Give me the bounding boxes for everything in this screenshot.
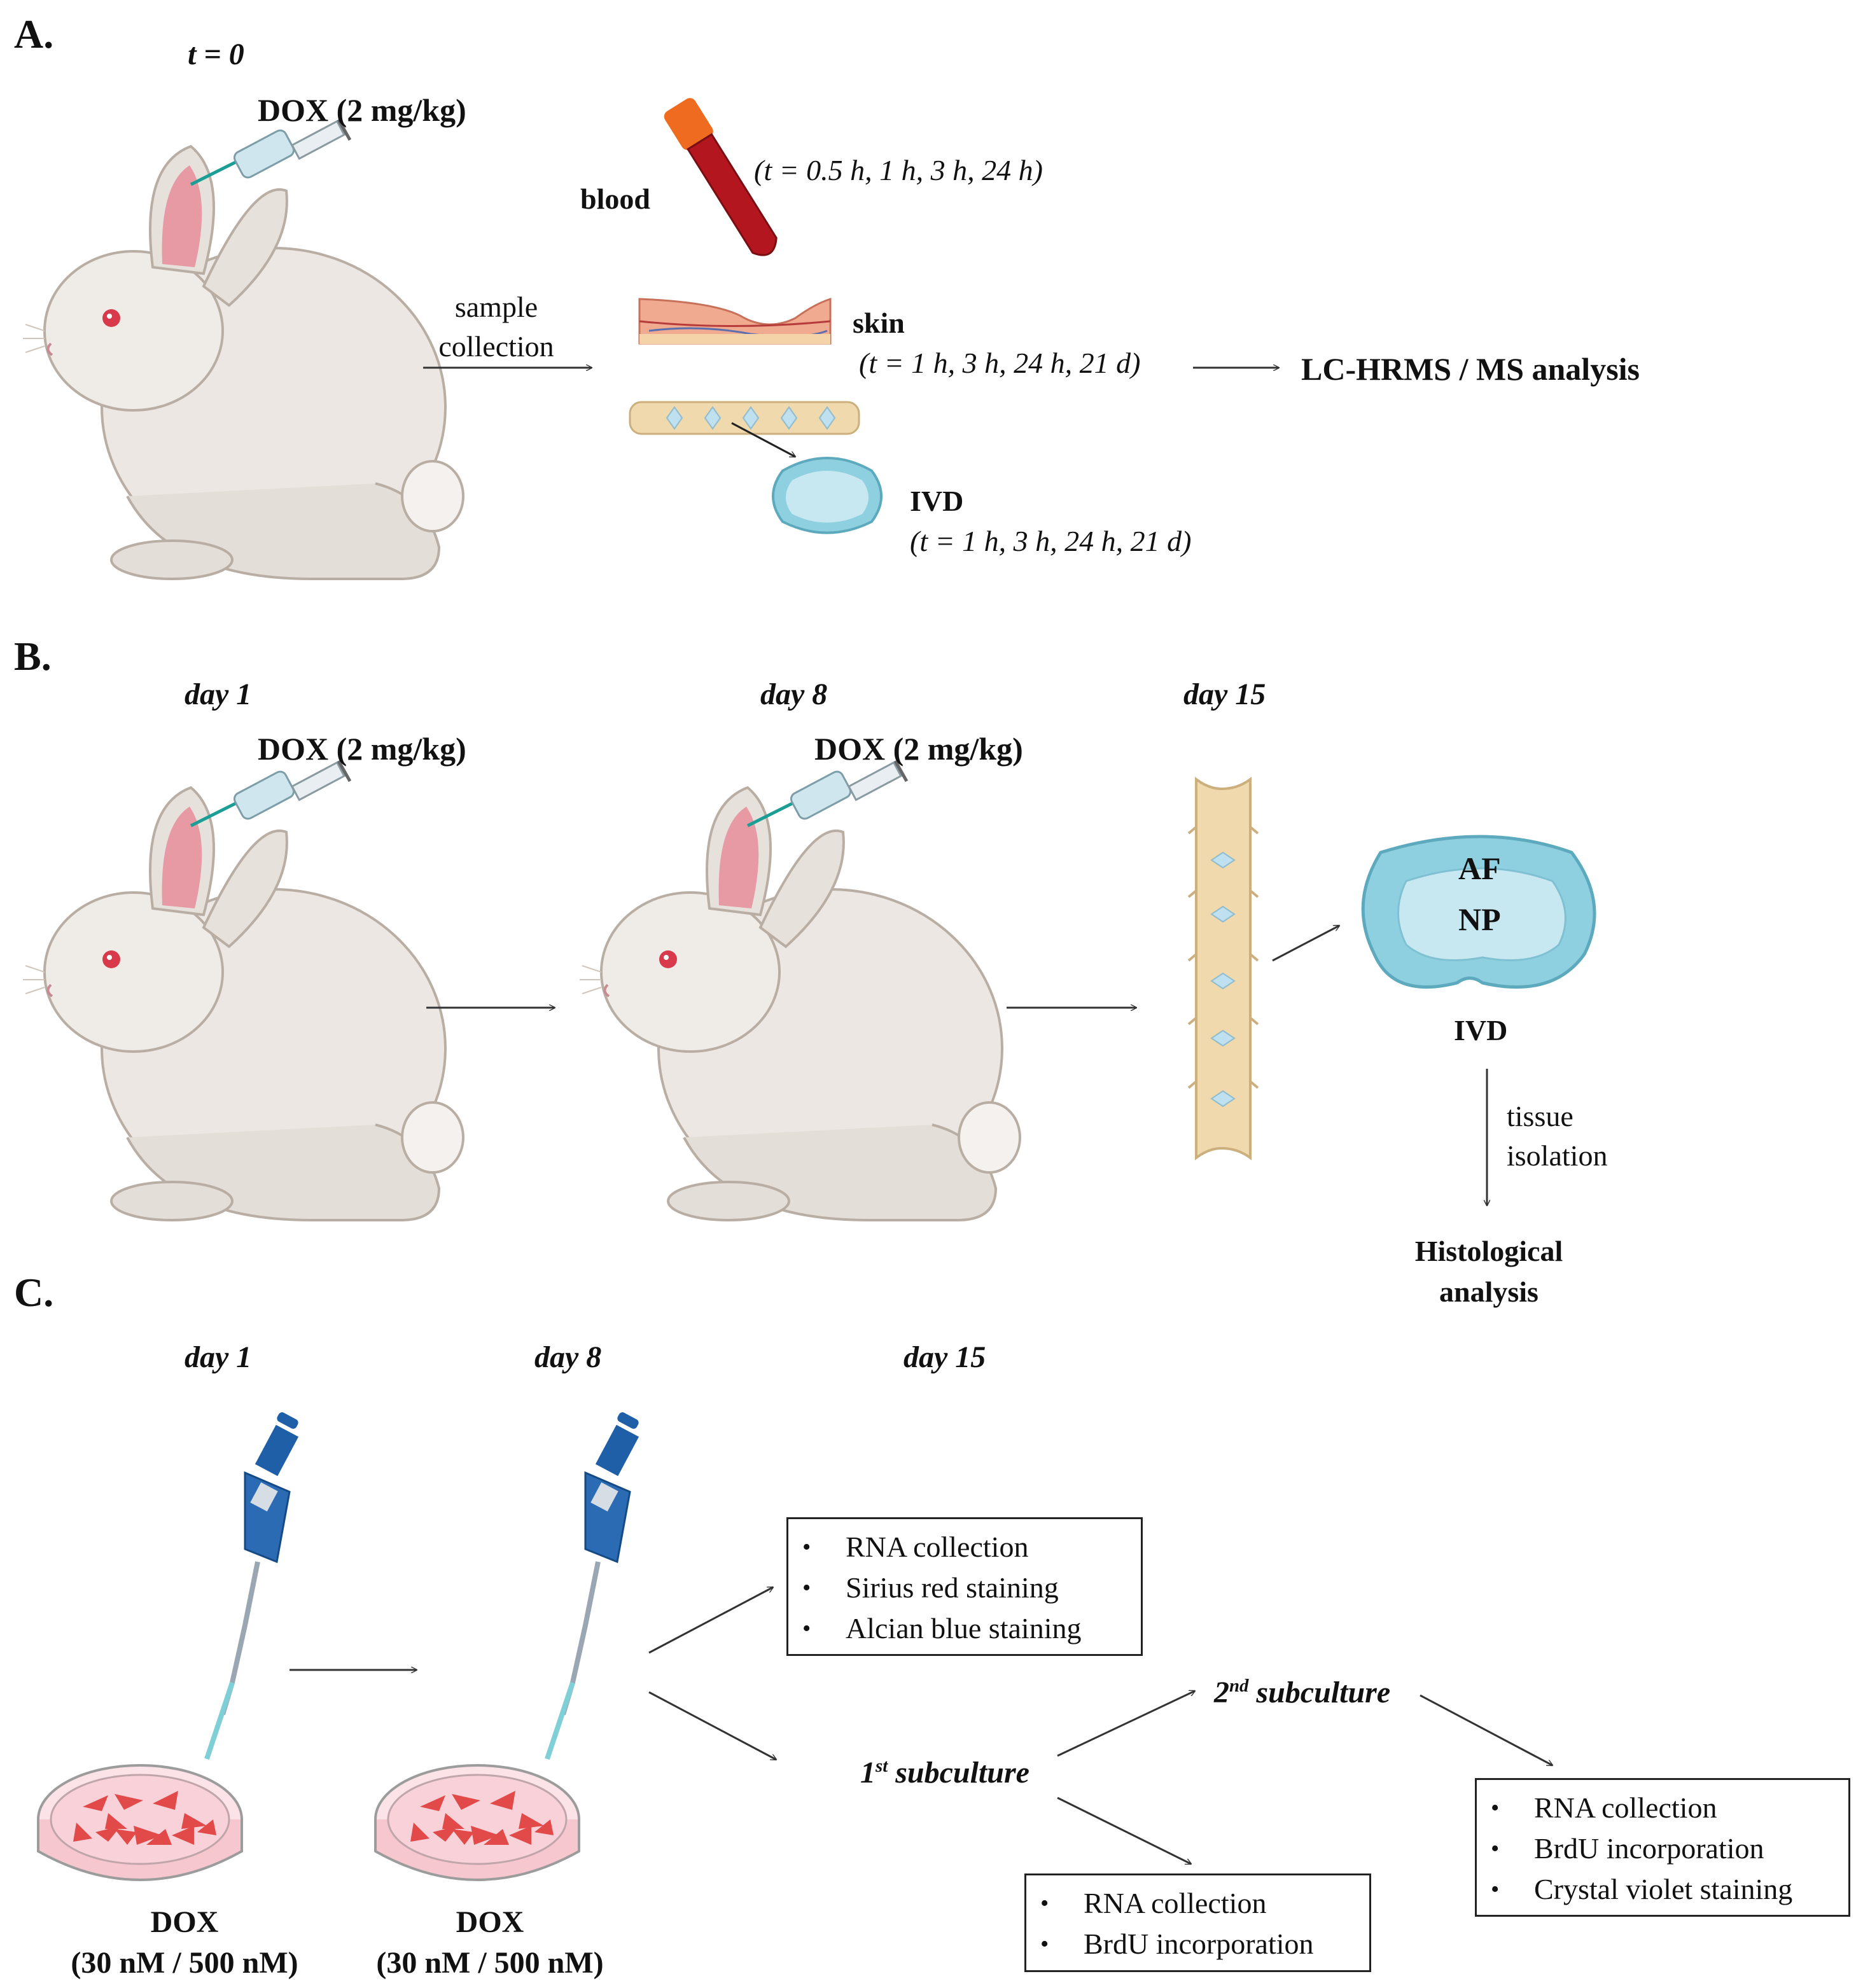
arrow-to-box3 xyxy=(1420,1694,1552,1767)
first-subculture-label: 1st subculture xyxy=(860,1757,1029,1788)
day8-label: day 8 xyxy=(760,678,828,711)
blood-times: (t = 0.5 h, 1 h, 3 h, 24 h) xyxy=(754,154,1043,186)
tissue-isolation-label: tissue isolation xyxy=(1507,1097,1607,1176)
outcome-box-3: • RNA collection • BrdU incorporation • Cry… xyxy=(1475,1778,1850,1917)
list-item: • RNA collection xyxy=(1477,1788,1848,1828)
bullet-mark: • xyxy=(1040,1890,1049,1917)
arrow-spine-to-ivd xyxy=(1272,924,1339,962)
ivd-label: IVD xyxy=(1454,1014,1508,1046)
bullet-mark: • xyxy=(1491,1795,1500,1821)
rabbit-illustration xyxy=(578,786,1021,1221)
petri-dish-illustration xyxy=(37,1764,243,1881)
second-subculture-label: 2nd subculture xyxy=(1214,1677,1390,1708)
tissue-isolation-line2: isolation xyxy=(1507,1139,1608,1172)
spine-icon xyxy=(1187,777,1259,1160)
list-item-text: BrdU incorporation xyxy=(1084,1928,1314,1960)
ordinal-suffix: nd xyxy=(1229,1676,1249,1696)
bullet-mark: • xyxy=(1491,1876,1500,1903)
list-item-text: RNA collection xyxy=(1534,1791,1717,1824)
sample-collection-line1: sample xyxy=(454,291,538,323)
syringe-illustration xyxy=(191,120,350,184)
sample-collection-line2: collection xyxy=(438,330,554,363)
arrow-spine-to-ivd xyxy=(731,422,795,458)
list-item-text: Crystal violet staining xyxy=(1534,1873,1793,1905)
outcome-box-2: • RNA collection • BrdU incorporation xyxy=(1024,1873,1371,1972)
dose-label: DOX (2 mg/kg) xyxy=(258,92,466,128)
ordinal-number: 2 xyxy=(1214,1676,1229,1709)
bullet-mark: • xyxy=(1491,1835,1500,1862)
list-item-text: Sirius red staining xyxy=(846,1571,1059,1604)
time-label: t = 0 xyxy=(188,38,244,71)
dose-name: DOX xyxy=(150,1905,219,1939)
subculture-text: subculture xyxy=(1248,1676,1391,1709)
day1-label: day 1 xyxy=(185,1340,252,1374)
list-item: • BrdU incorporation xyxy=(1026,1924,1369,1964)
day8-label: day 8 xyxy=(534,1340,602,1374)
blood-tube-icon xyxy=(664,98,778,256)
skin-times: (t = 1 h, 3 h, 24 h, 21 d) xyxy=(859,347,1141,379)
syringe-illustration xyxy=(191,761,350,826)
histology-line2: analysis xyxy=(1439,1276,1539,1308)
dose-label: DOX (2 mg/kg) xyxy=(814,731,1023,767)
dose-concentration: (30 nM / 500 nM) xyxy=(376,1946,604,1980)
blood-label: blood xyxy=(580,183,650,215)
outcome-box-1: • RNA collection • Sirius red staining • Al… xyxy=(786,1517,1143,1656)
syringe-illustration xyxy=(748,761,907,826)
list-item: • RNA collection xyxy=(788,1527,1141,1567)
skin-label: skin xyxy=(853,307,905,339)
ivd-label: IVD xyxy=(910,485,964,517)
ivd-disc-icon xyxy=(772,457,883,534)
sample-collection-label: sample collection xyxy=(420,288,573,366)
panel-label-b: B. xyxy=(14,634,52,679)
ordinal-suffix: st xyxy=(876,1756,888,1776)
day15-label: day 15 xyxy=(904,1340,986,1374)
ivd-disc-icon xyxy=(1361,835,1596,989)
tissue-isolation-line1: tissue xyxy=(1507,1100,1573,1132)
subculture-text: subculture xyxy=(888,1756,1029,1790)
histology-label: Histological analysis xyxy=(1387,1231,1591,1312)
bullet-mark: • xyxy=(802,1534,811,1561)
dish-dose-label: DOX (30 nM / 500 nM) xyxy=(375,1902,604,1984)
list-item-text: RNA collection xyxy=(1084,1887,1267,1919)
list-item-text: Alcian blue staining xyxy=(846,1612,1082,1644)
day15-label: day 15 xyxy=(1183,678,1266,711)
pipette-illustration xyxy=(547,1411,640,1759)
day1-label: day 1 xyxy=(185,678,252,711)
list-item: • BrdU incorporation xyxy=(1477,1828,1848,1869)
arrow-to-second-subculture xyxy=(1057,1691,1195,1757)
pipette-illustration xyxy=(207,1411,300,1759)
bullet-mark: • xyxy=(802,1574,811,1601)
ordinal-number: 1 xyxy=(860,1756,876,1790)
histology-line1: Histological xyxy=(1414,1235,1563,1267)
list-item-text: RNA collection xyxy=(846,1531,1029,1563)
list-item: • Sirius red staining xyxy=(788,1567,1141,1608)
panel-label-c: C. xyxy=(14,1270,54,1315)
arrow-to-box2 xyxy=(1057,1797,1191,1865)
skin-icon xyxy=(638,297,832,345)
rabbit-illustration xyxy=(22,786,464,1221)
panel-label-a: A. xyxy=(14,11,54,57)
rabbit-illustration xyxy=(22,145,464,580)
list-item: • Alcian blue staining xyxy=(788,1608,1141,1649)
ivd-times: (t = 1 h, 3 h, 24 h, 21 d) xyxy=(910,525,1192,557)
bullet-mark: • xyxy=(1040,1931,1049,1957)
dose-concentration: (30 nM / 500 nM) xyxy=(71,1946,298,1980)
list-item: • RNA collection xyxy=(1026,1883,1369,1924)
af-label: AF xyxy=(1458,851,1501,886)
analysis-label: LC-HRMS / MS analysis xyxy=(1301,351,1640,387)
list-item-text: BrdU incorporation xyxy=(1534,1832,1764,1865)
arrow-to-box1 xyxy=(648,1586,773,1654)
petri-dish-illustration xyxy=(374,1764,580,1881)
dish-dose-label: DOX (30 nM / 500 nM) xyxy=(70,1902,299,1984)
spine-icon xyxy=(629,401,860,435)
arrow-to-first-subculture xyxy=(648,1691,776,1761)
list-item: • Crystal violet staining xyxy=(1477,1869,1848,1910)
np-label: NP xyxy=(1458,901,1501,937)
bullet-mark: • xyxy=(802,1615,811,1642)
dose-name: DOX xyxy=(456,1905,524,1939)
dose-label: DOX (2 mg/kg) xyxy=(258,731,466,767)
